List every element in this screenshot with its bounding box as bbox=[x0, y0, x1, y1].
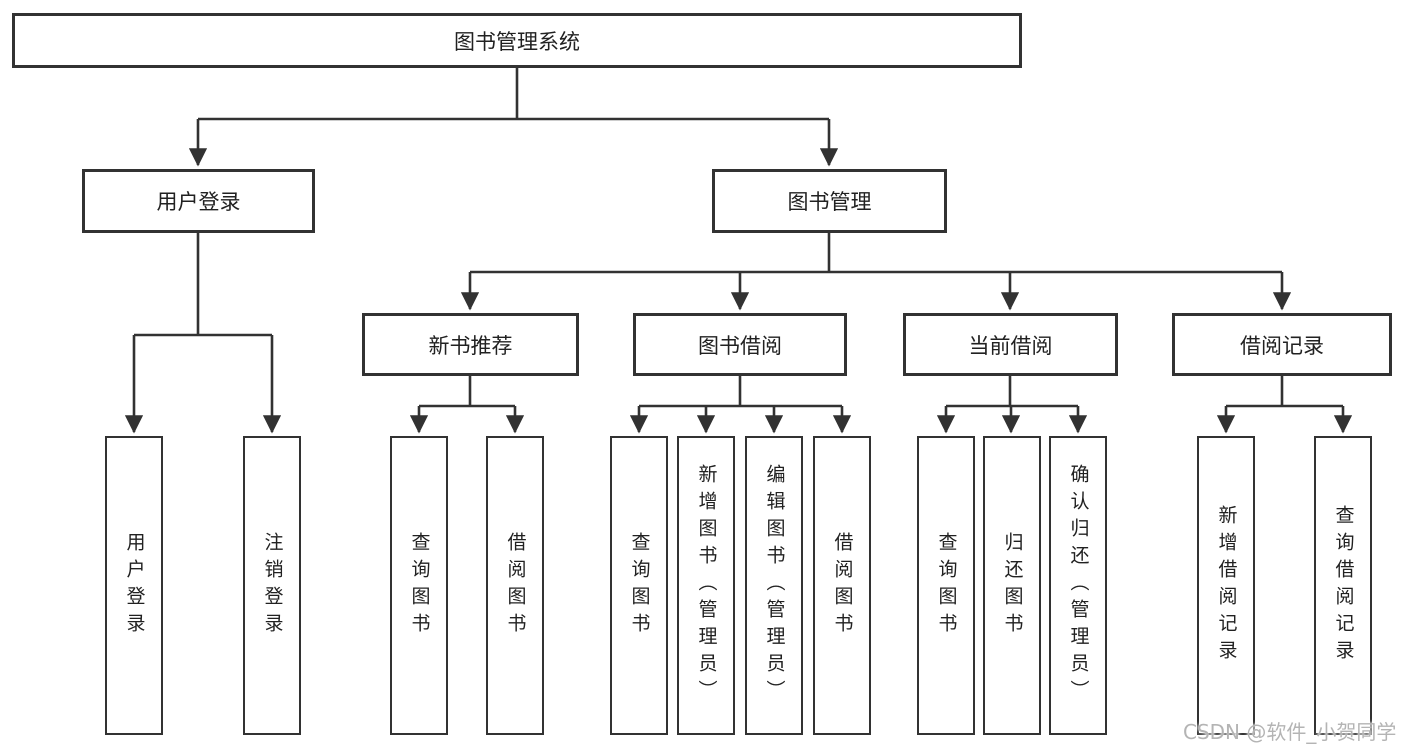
node-current-borrowing: 当前借阅 bbox=[903, 313, 1118, 376]
leaf-add-borrow-record: 新增借阅记录 bbox=[1197, 436, 1255, 735]
node-new-book-recommend: 新书推荐 bbox=[362, 313, 579, 376]
leaf-query-books-borrow: 查询图书 bbox=[610, 436, 668, 735]
csdn-watermark: CSDN @软件_小贺同学 bbox=[1183, 720, 1397, 744]
leaf-add-book-admin: 新增图书（管理员） bbox=[677, 436, 735, 735]
leaf-query-books-recommend: 查询图书 bbox=[390, 436, 448, 735]
leaf-edit-book-admin: 编辑图书（管理员） bbox=[745, 436, 803, 735]
node-borrowing-records: 借阅记录 bbox=[1172, 313, 1392, 376]
leaf-return-book: 归还图书 bbox=[983, 436, 1041, 735]
node-library-management-system: 图书管理系统 bbox=[12, 13, 1022, 68]
leaf-user-login: 用户登录 bbox=[105, 436, 163, 735]
node-user-login: 用户登录 bbox=[82, 169, 315, 233]
leaf-logout: 注销登录 bbox=[243, 436, 301, 735]
leaf-query-borrow-record: 查询借阅记录 bbox=[1314, 436, 1372, 735]
node-book-management: 图书管理 bbox=[712, 169, 947, 233]
leaf-query-books-current: 查询图书 bbox=[917, 436, 975, 735]
node-book-borrowing: 图书借阅 bbox=[633, 313, 847, 376]
leaf-borrow-book: 借阅图书 bbox=[813, 436, 871, 735]
leaf-confirm-return-admin: 确认归还（管理员） bbox=[1049, 436, 1107, 735]
leaf-borrow-books-recommend: 借阅图书 bbox=[486, 436, 544, 735]
